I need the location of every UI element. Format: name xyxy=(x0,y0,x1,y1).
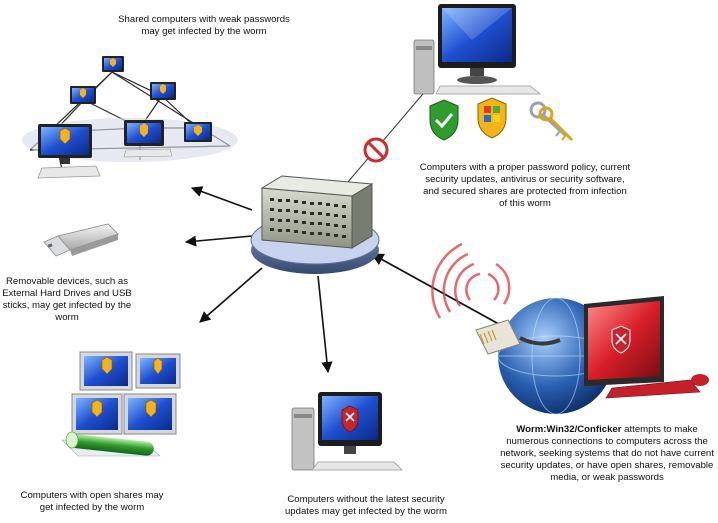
shared-computers-network xyxy=(22,56,238,179)
open-shares-computers xyxy=(61,351,181,457)
usb-stick-icon xyxy=(43,223,119,257)
shared-computer-5 xyxy=(123,120,173,158)
shared-computer-6 xyxy=(184,122,212,142)
no-entry-icon xyxy=(363,137,389,163)
open-share-screen-3 xyxy=(71,393,123,435)
worm-description: attempts to make numerous connections to… xyxy=(500,424,714,483)
arrow-to-shared-computers xyxy=(190,186,253,211)
caption-worm: Worm:Win32/Conficker attempts to make nu… xyxy=(498,424,716,484)
shared-computer-2 xyxy=(70,86,96,104)
caption-removable-devices: Removable devices, such as External Hard… xyxy=(2,276,132,323)
arrow-from-worm xyxy=(370,253,507,329)
shared-computer-3 xyxy=(150,82,176,100)
shared-computer-4 xyxy=(37,124,101,179)
open-share-screen-2 xyxy=(135,353,181,389)
worm-name: Worm:Win32/Conficker xyxy=(516,424,622,435)
shared-computer-1 xyxy=(102,56,124,72)
server-led-grid xyxy=(270,198,346,238)
infected-computer xyxy=(584,296,709,399)
arrow-to-removable-devices xyxy=(184,235,253,247)
caption-protected-computers: Computers with a proper password policy,… xyxy=(419,162,631,209)
caption-no-updates: Computers without the latest security up… xyxy=(284,494,448,517)
network-cable-icon xyxy=(475,319,561,355)
worm-source xyxy=(431,242,709,415)
caption-shared-computers: Shared computers with weak passwords may… xyxy=(118,14,290,37)
unpatched-computer xyxy=(291,392,403,471)
check-shield-icon xyxy=(429,99,459,141)
caption-open-shares: Computers with open shares may get infec… xyxy=(20,490,164,513)
open-share-screen-4 xyxy=(123,393,177,435)
keys-icon xyxy=(529,101,574,142)
signal-waves xyxy=(431,242,511,319)
open-share-screen-1 xyxy=(79,351,133,391)
protected-computer xyxy=(413,4,542,95)
windows-shield-icon xyxy=(477,97,507,139)
arrow-to-no-updates xyxy=(317,275,333,374)
arrow-to-open-shares xyxy=(199,267,263,323)
green-share-pipe xyxy=(61,431,161,457)
central-server xyxy=(250,175,380,274)
